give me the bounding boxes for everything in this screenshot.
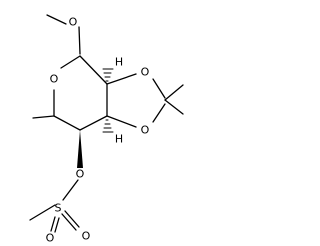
atom-o-dioxolane-upper: O [141,66,150,79]
sulfonyl-double-bonds [50,210,80,233]
bond-c1-ring-o [60,55,81,69]
bond-c2-c1 [79,55,108,85]
bond-c5-methyl [32,115,55,119]
bond-methoxy-methyl [46,14,67,25]
bond-s-o-down-a [50,216,56,232]
atom-o-sulfonyl-1: O [82,230,91,243]
structure-diagram: O O O O O S O O H H [29,14,184,245]
bond-ester-o-s [62,179,79,201]
atom-o-ring: O [50,73,59,86]
atom-o-ester: O [76,168,85,181]
bond-c3-dioxolane-o [106,115,137,128]
bond-s-o-up-b [61,213,77,231]
bond-dioxolane-o-cme2-upper [152,78,166,99]
bond-s-methyl [29,204,56,221]
bonds [29,14,184,221]
atom-labels: O O O O O S O O H H [46,16,150,245]
bond-methoxy-c1 [78,26,81,55]
atom-o-sulfonyl-2: O [46,232,55,245]
bond-s-o-down-b [54,217,60,233]
atom-h-upper: H [115,56,123,69]
wedge-c4-ester-o [77,130,83,168]
stereo-bonds [77,68,114,168]
hash-c2-h [102,68,114,82]
bond-s-o-up-a [64,210,80,228]
bond-c2-dioxolane-o [106,73,137,85]
bond-c4-c3 [79,115,108,131]
bond-cme2-methyl-2 [164,99,184,115]
atom-h-lower: H [115,133,123,146]
bond-c5-c4 [53,115,81,131]
atom-s: S [55,202,62,215]
bond-dioxolane-o-cme2-lower [152,103,166,123]
bond-cme2-methyl-1 [164,84,184,101]
atom-o-methoxy: O [69,16,78,29]
hash-c3-h [102,119,114,133]
atom-o-dioxolane-lower: O [141,124,150,137]
